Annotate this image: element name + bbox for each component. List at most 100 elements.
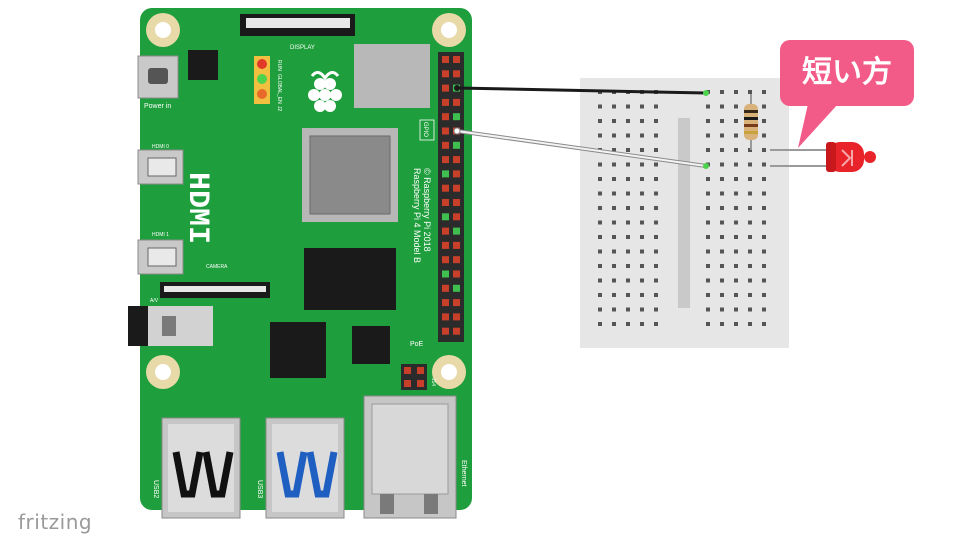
breadboard-hole	[654, 133, 658, 138]
black-wire	[456, 86, 707, 95]
breadboard-hole	[748, 264, 752, 268]
breadboard-hole	[640, 264, 644, 268]
led-label-global-en: GLOBAL_EN	[276, 74, 282, 104]
gpio-pin	[453, 70, 460, 78]
breadboard-hole	[654, 191, 658, 196]
breadboard-hole	[612, 249, 616, 254]
hdmi-0-port: HDMI 0	[137, 144, 184, 185]
gpio-pin	[442, 70, 449, 78]
breadboard-hole	[640, 322, 644, 326]
hdmi-silkscreen: HDMI	[180, 172, 214, 244]
breadboard-hole	[762, 119, 766, 123]
breadboard-hole	[598, 322, 602, 326]
breadboard-hole	[640, 191, 644, 196]
breadboard-hole	[626, 206, 630, 210]
breadboard-hole	[720, 177, 724, 181]
usb3-port	[265, 417, 345, 519]
led-label-run: RUN	[276, 60, 282, 71]
breadboard-hole	[706, 148, 710, 152]
breadboard-hole	[612, 104, 616, 109]
breadboard-hole	[654, 104, 658, 109]
gpio-pin	[442, 56, 449, 63]
breadboard-hole	[640, 278, 644, 283]
wireless-module	[354, 44, 430, 108]
breadboard-hole	[706, 119, 710, 123]
breadboard-hole	[706, 322, 710, 326]
breadboard-hole	[734, 90, 738, 94]
breadboard-hole	[654, 307, 658, 312]
breadboard-hole	[654, 220, 658, 225]
raspberry-pi-board: DISPLAY Power in RUN GLOBAL_EN J2 HDMI 0	[128, 8, 472, 519]
usb3-label: USB3	[256, 480, 263, 498]
gpio-pin	[453, 313, 460, 321]
breadboard-hole	[762, 177, 766, 181]
display-label: DISPLAY	[290, 45, 315, 51]
breadboard-hole	[748, 278, 752, 283]
breadboard-hole	[612, 220, 616, 225]
gpio-pin	[442, 299, 449, 307]
breadboard-hole	[654, 162, 658, 167]
breadboard-hole	[654, 322, 658, 326]
power-led	[257, 74, 267, 84]
j14-label: J14	[430, 378, 436, 386]
breadboard-hole	[734, 235, 738, 239]
breadboard-hole	[734, 322, 738, 326]
breadboard-hole	[734, 133, 738, 138]
breadboard-hole	[654, 293, 658, 297]
gpio-pin	[453, 170, 460, 178]
gpio-pin	[442, 170, 449, 178]
callout-text: 短い方	[802, 55, 892, 90]
breadboard-hole	[706, 206, 710, 210]
breadboard-hole	[612, 133, 616, 138]
breadboard-hole	[762, 293, 766, 297]
breadboard-hole	[762, 235, 766, 239]
breadboard-hole	[626, 162, 630, 167]
gpio-pin	[442, 284, 449, 292]
breadboard-hole	[748, 293, 752, 297]
breadboard-hole	[598, 307, 602, 312]
breadboard-hole	[720, 191, 724, 196]
breadboard-hole	[720, 206, 724, 210]
breadboard-hole	[640, 119, 644, 123]
breadboard-hole	[598, 220, 602, 225]
fritzing-logo: fritzing	[18, 510, 93, 534]
gpio-pin	[442, 213, 449, 221]
model-name: Raspberry Pi 4 Model B	[412, 168, 422, 263]
gpio-pin	[453, 256, 460, 264]
breadboard-hole	[706, 278, 710, 283]
breadboard-hole	[626, 177, 630, 181]
breadboard-hole	[640, 307, 644, 312]
breadboard-hole	[720, 322, 724, 326]
breadboard-hole	[734, 206, 738, 210]
gpio-pin	[442, 327, 449, 335]
gpio-pin	[453, 98, 460, 106]
breadboard-hole	[612, 264, 616, 268]
breadboard-center-channel	[678, 118, 690, 308]
breadboard-hole	[626, 133, 630, 138]
breadboard-hole	[612, 177, 616, 181]
gpio-pin	[442, 113, 449, 121]
breadboard-hole	[654, 235, 658, 239]
av-label: A/V	[150, 298, 159, 304]
breadboard-hole	[612, 293, 616, 297]
breadboard-hole	[748, 177, 752, 181]
breadboard-hole	[626, 191, 630, 196]
breadboard-hole	[720, 220, 724, 225]
breadboard-hole	[762, 133, 766, 138]
breadboard-hole	[706, 220, 710, 225]
breadboard-hole	[748, 206, 752, 210]
breadboard-hole	[640, 133, 644, 138]
breadboard-hole	[762, 148, 766, 152]
gpio-label-box	[419, 119, 435, 141]
camera-label: CAMERA	[206, 264, 228, 270]
breadboard-hole	[720, 235, 724, 239]
breadboard-hole	[640, 177, 644, 181]
power-label: Power in	[144, 103, 171, 110]
usb-controller-chip	[270, 322, 326, 378]
gpio-pin	[442, 270, 449, 278]
mounting-hole	[146, 355, 180, 389]
breadboard-hole	[626, 249, 630, 254]
gpio-pin	[442, 156, 449, 164]
hdmi-1-port: HDMI 1	[137, 232, 184, 275]
